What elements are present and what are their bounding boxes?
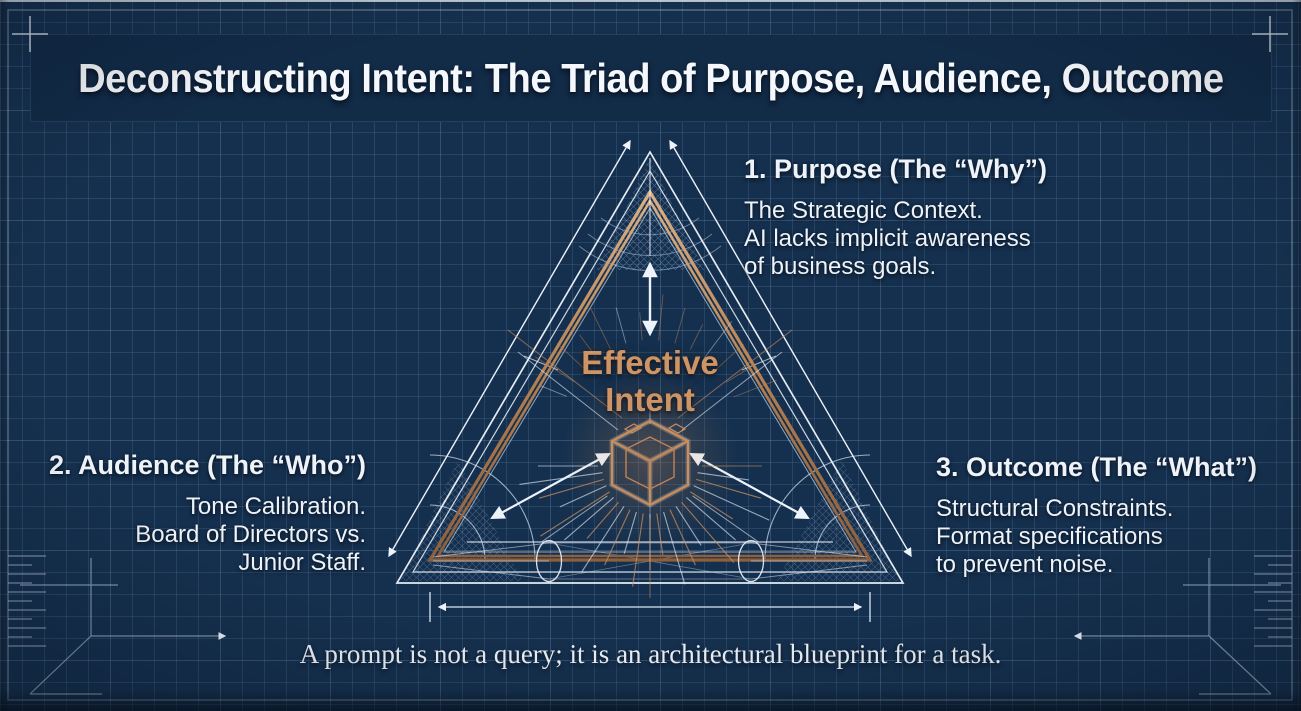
outcome-line: Structural Constraints. [936,495,1174,522]
outcome-label-block: 3. Outcome (The “What”) Structural Const… [936,452,1257,579]
audience-line: Board of Directors vs. [135,521,366,548]
audience-line: Tone Calibration. [185,493,366,520]
audience-label-block: 2. Audience (The “Who”) Tone Calibration… [49,450,366,577]
purpose-heading: 1. Purpose (The “Why”) [744,154,1048,184]
outcome-heading: 3. Outcome (The “What”) [936,452,1258,482]
effective-intent-line: Effective [581,344,719,381]
purpose-line: The Strategic Context. [744,197,983,224]
audience-heading: 2. Audience (The “Who”) [49,450,366,480]
purpose-line: of business goals. [744,253,937,280]
effective-intent-line: Intent [605,381,695,418]
audience-line: Junior Staff. [238,549,366,576]
outcome-line: Format specifications [936,523,1163,550]
corner-detail-left [20,558,227,695]
purpose-label-block: 1. Purpose (The “Why”) The Strategic Con… [744,154,1047,281]
corner-cross-marks [12,16,1288,52]
footer-quote: A prompt is not a query; it is an archit… [299,639,1002,669]
purpose-line: AI lacks implicit awareness [744,225,1031,252]
effective-intent-label: Effective Intent [581,344,719,418]
outcome-line: to prevent noise. [936,551,1114,578]
